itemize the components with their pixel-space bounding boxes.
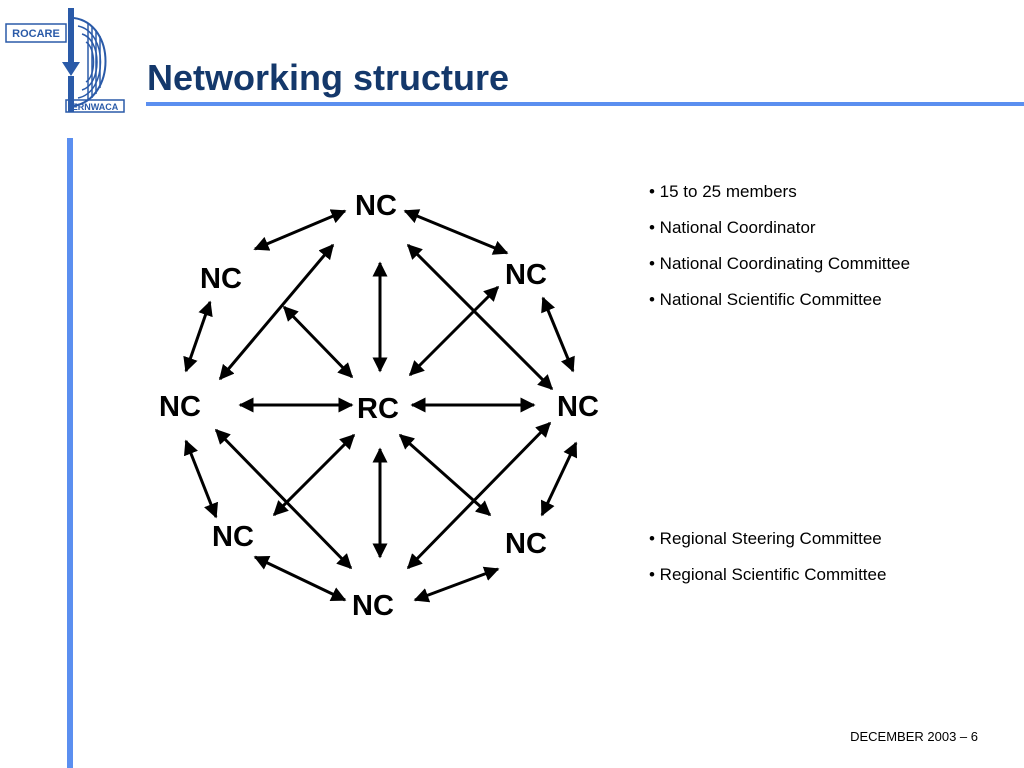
logo-top-text: ROCARE	[12, 28, 60, 40]
arrow-bottom-lowerright	[413, 566, 500, 603]
arrow-rc-upperleft	[282, 305, 354, 379]
arrow-rc-upperright	[408, 285, 500, 377]
nc-bullet-list: • 15 to 25 members • National Coordinato…	[649, 174, 910, 318]
arrow-upperleft-left	[183, 300, 213, 373]
node-nc-right: NC	[557, 391, 599, 423]
node-nc-bottom: NC	[352, 590, 394, 622]
arrow-rc-lowerright	[398, 433, 492, 517]
arrow-left-top	[218, 243, 335, 381]
arrow-layer	[183, 209, 578, 603]
nc-bullet-item: • National Scientific Committee	[649, 290, 882, 309]
arrow-left-lowerleft	[183, 439, 219, 519]
nc-bullet-item: • National Coordinating Committee	[649, 254, 911, 273]
arrow-lowerleft-bottom	[253, 555, 347, 602]
slide-title: Networking structure	[147, 57, 510, 98]
node-nc-left: NC	[159, 391, 201, 423]
nc-bullet-item: • National Coordinator	[649, 218, 816, 237]
network-diagram: NC NC NC NC RC NC NC NC NC	[150, 175, 610, 635]
node-nc-upper-left: NC	[200, 263, 242, 295]
nc-bullet-item: • 15 to 25 members	[649, 182, 797, 201]
side-accent-bar	[67, 138, 73, 768]
arrow-top-upperright	[403, 209, 509, 255]
arrow-rc-lowerleft	[272, 433, 356, 517]
title-underline	[146, 102, 1024, 106]
node-nc-top: NC	[355, 190, 397, 222]
arrow-upperright-right	[541, 296, 575, 373]
node-nc-lower-left: NC	[212, 521, 254, 553]
arrow-top-upperleft	[253, 209, 347, 251]
logo-graphic: ROCARE ERNWACA	[5, 8, 125, 113]
arrow-right-lowerright	[540, 441, 578, 517]
rc-bullet-list: • Regional Steering Committee • Regional…	[649, 521, 886, 593]
rc-bullet-item: • Regional Scientific Committee	[649, 565, 887, 584]
rocare-ernwaca-logo: ROCARE ERNWACA	[4, 6, 128, 116]
slide-footer: DECEMBER 2003 – 6	[850, 729, 978, 744]
node-rc-center: RC	[357, 393, 399, 425]
rc-bullet-item: • Regional Steering Committee	[649, 529, 882, 548]
node-nc-upper-right: NC	[505, 259, 547, 291]
node-nc-lower-right: NC	[505, 528, 547, 560]
logo-bottom-text: ERNWACA	[72, 102, 119, 112]
